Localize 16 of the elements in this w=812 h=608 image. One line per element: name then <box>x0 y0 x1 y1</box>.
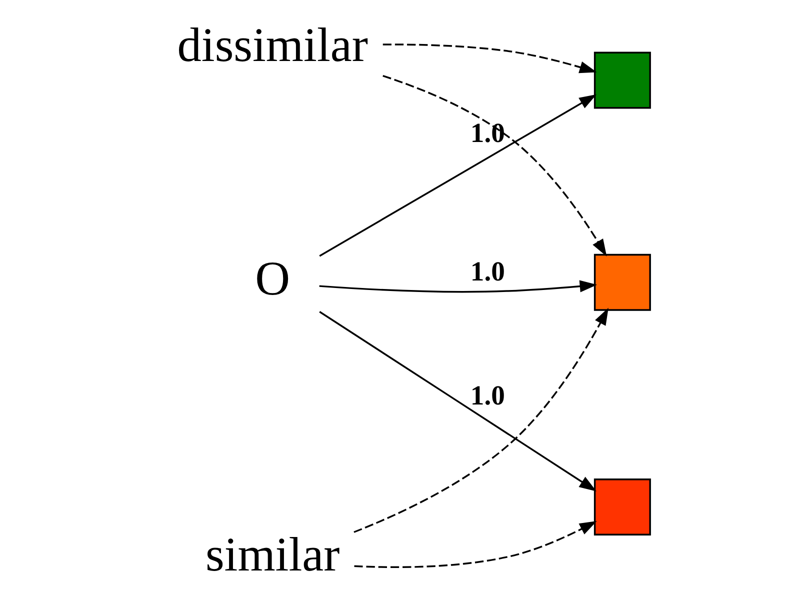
edge-label: 1.0 <box>470 380 504 411</box>
arrow <box>354 520 596 568</box>
arrow <box>382 74 606 256</box>
arrow <box>318 311 596 492</box>
arrow <box>318 280 597 293</box>
edge-label: 1.0 <box>470 255 504 286</box>
arrow <box>382 44 596 74</box>
node-box <box>593 52 650 109</box>
arrow <box>353 308 608 533</box>
edge-label: 1.0 <box>470 117 504 148</box>
node-text: dissimilar <box>176 19 368 72</box>
node-text: similar <box>204 528 340 582</box>
node-box <box>593 478 650 536</box>
node-box <box>593 254 650 311</box>
node-text: O <box>254 252 290 306</box>
arrow <box>318 94 596 257</box>
